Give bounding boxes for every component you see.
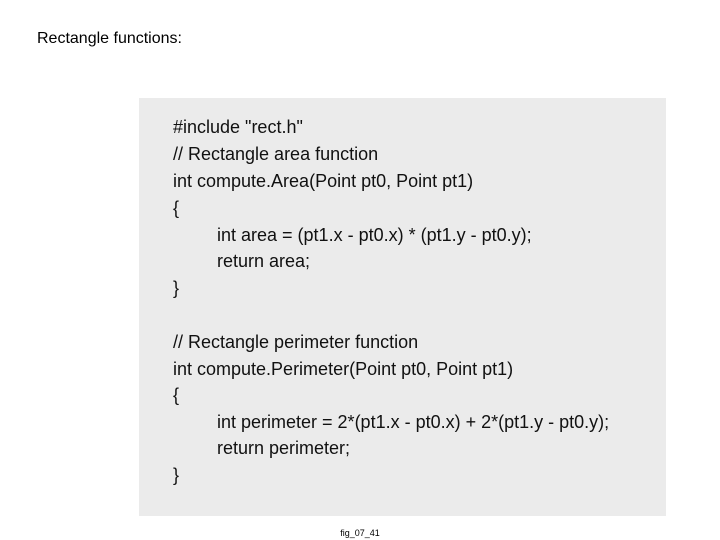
code-line-perimeter-open-brace: { — [173, 385, 180, 405]
code-line-area-comment: // Rectangle area function — [173, 144, 379, 164]
code-line-area-open-brace: { — [173, 198, 180, 218]
code-line-include: #include "rect.h" — [173, 117, 303, 137]
code-line-perimeter-statement: int perimeter = 2*(pt1.x - pt0.x) + 2*(p… — [217, 412, 610, 432]
code-line-perimeter-return: return perimeter; — [217, 438, 351, 458]
code-line-area-return: return area; — [217, 251, 311, 271]
slide-title: Rectangle functions: — [37, 30, 182, 47]
code-panel: #include "rect.h" // Rectangle area func… — [139, 98, 666, 516]
code-line-perimeter-comment: // Rectangle perimeter function — [173, 332, 419, 352]
code-line-area-close-brace: } — [173, 278, 180, 298]
figure-caption: fig_07_41 — [340, 528, 380, 538]
code-line-area-statement: int area = (pt1.x - pt0.x) * (pt1.y - pt… — [217, 225, 532, 245]
code-line-perimeter-close-brace: } — [173, 465, 180, 485]
code-line-perimeter-signature: int compute.Perimeter(Point pt0, Point p… — [173, 359, 514, 379]
code-line-area-signature: int compute.Area(Point pt0, Point pt1) — [173, 171, 474, 191]
